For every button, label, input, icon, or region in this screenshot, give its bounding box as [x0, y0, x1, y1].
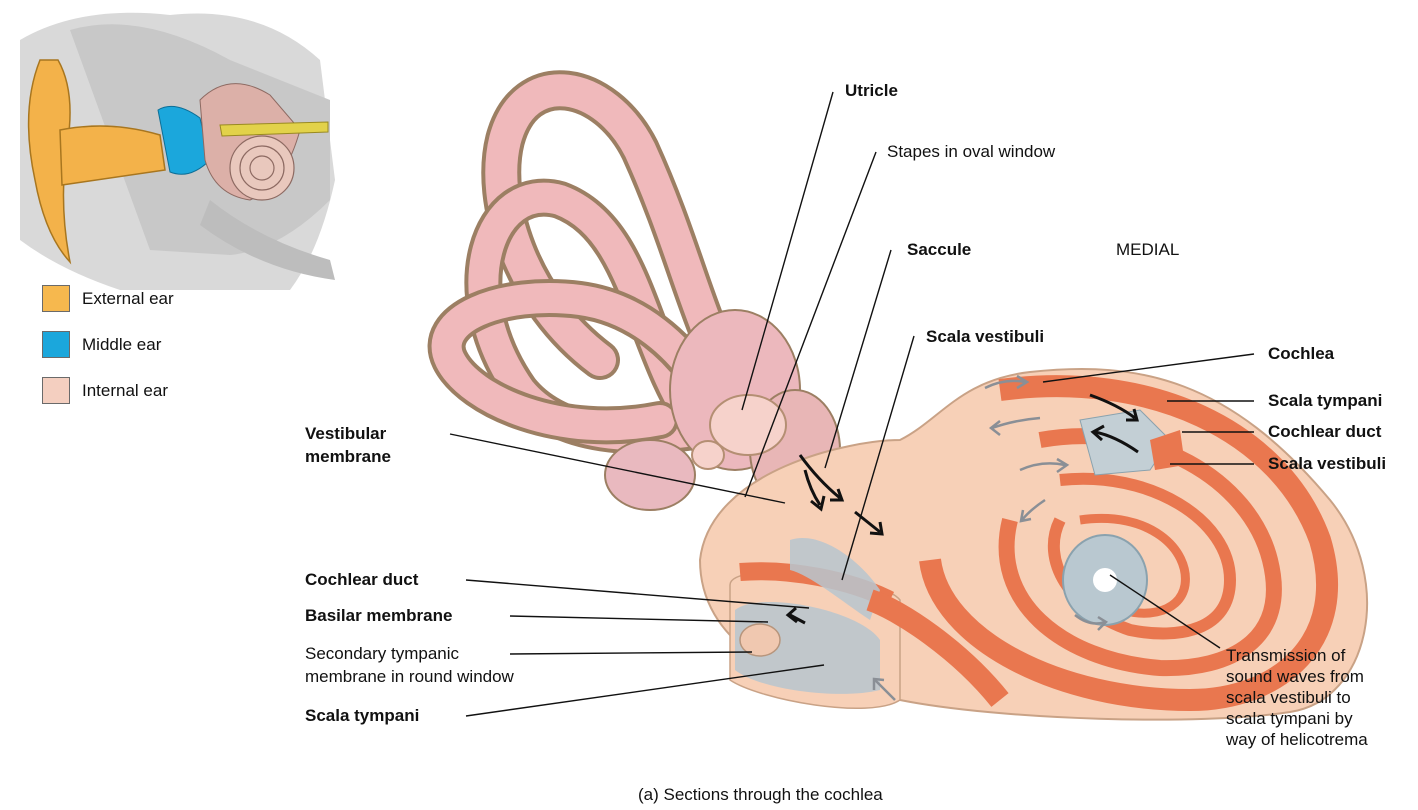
legend-internal-ear: Internal ear: [42, 377, 168, 404]
label-transmission-2: sound waves from: [1226, 666, 1364, 687]
legend-label: External ear: [82, 289, 174, 309]
legend-middle-ear: Middle ear: [42, 331, 161, 358]
label-stapes: Stapes in oval window: [887, 141, 1055, 162]
external-ear-swatch: [42, 285, 70, 312]
label-secondary-tympanic-1: Secondary tympanic: [305, 643, 459, 664]
label-scala-tympani-left: Scala tympani: [305, 705, 419, 726]
label-vestibular-membrane-1: Vestibular: [305, 423, 386, 444]
label-secondary-tympanic-2: membrane in round window: [305, 666, 514, 687]
label-vestibular-membrane-2: membrane: [305, 446, 391, 467]
ear-overview-inset: [20, 13, 335, 290]
label-cochlea: Cochlea: [1268, 343, 1334, 364]
label-scala-vestibuli-top: Scala vestibuli: [926, 326, 1044, 347]
figure-caption: (a) Sections through the cochlea: [638, 784, 883, 805]
legend-label: Internal ear: [82, 381, 168, 401]
label-medial: MEDIAL: [1116, 239, 1179, 260]
label-transmission-4: scala tympani by: [1226, 708, 1353, 729]
label-transmission-5: way of helicotrema: [1226, 729, 1368, 750]
label-transmission-1: Transmission of: [1226, 645, 1345, 666]
label-saccule: Saccule: [907, 239, 971, 260]
label-cochlear-duct-right: Cochlear duct: [1268, 421, 1381, 442]
label-scala-vestibuli-right: Scala vestibuli: [1268, 453, 1386, 474]
label-scala-tympani-right: Scala tympani: [1268, 390, 1382, 411]
label-transmission-3: scala vestibuli to: [1226, 687, 1351, 708]
middle-ear-swatch: [42, 331, 70, 358]
label-cochlear-duct-left: Cochlear duct: [305, 569, 418, 590]
label-basilar-membrane: Basilar membrane: [305, 605, 452, 626]
label-utricle: Utricle: [845, 80, 898, 101]
legend-label: Middle ear: [82, 335, 161, 355]
internal-ear-swatch: [42, 377, 70, 404]
legend-external-ear: External ear: [42, 285, 174, 312]
